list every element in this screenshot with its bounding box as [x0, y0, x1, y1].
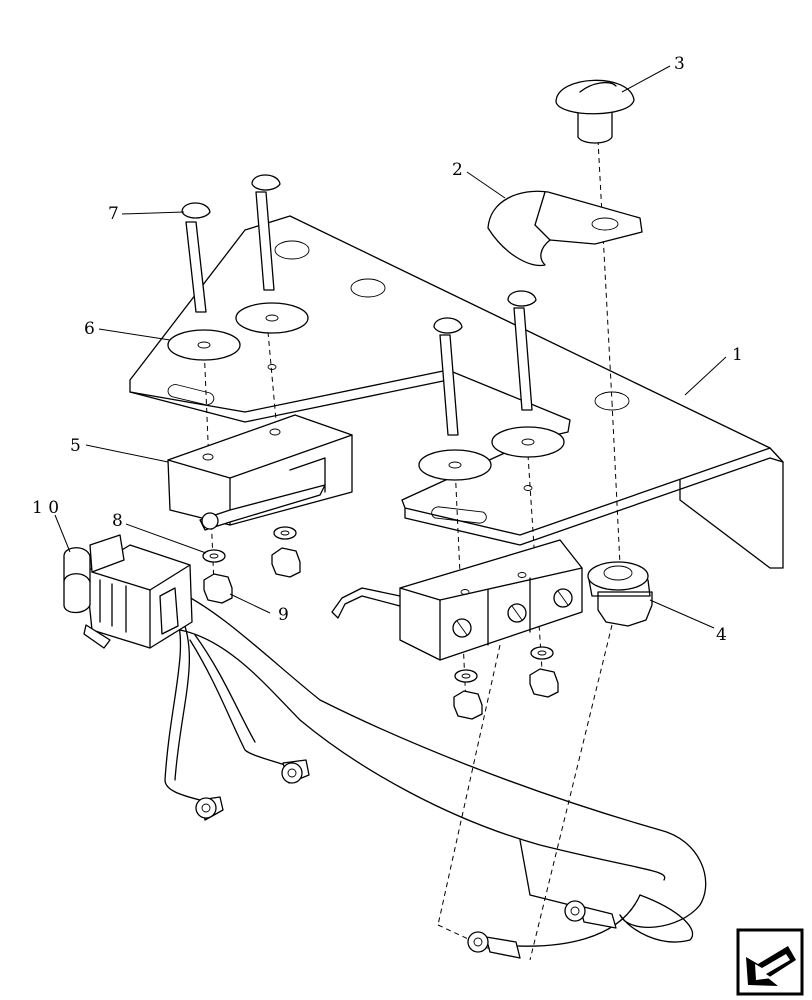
wire-harness [63, 534, 707, 959]
callout-3: 3 [674, 54, 685, 74]
callout-7: 7 [108, 204, 119, 224]
callout-9: 9 [278, 605, 289, 625]
switch-lower [331, 539, 583, 661]
leader-lines [54, 65, 727, 629]
nav-arrow-button[interactable] [736, 928, 804, 996]
bolts [181, 174, 537, 436]
callouts: 1 2 3 4 5 6 7 8 9 1 0 [32, 54, 743, 645]
switch-upper [167, 414, 353, 531]
arrow-down-left-icon [746, 946, 796, 986]
nuts [202, 526, 559, 720]
washers [167, 302, 565, 481]
plug [555, 79, 635, 144]
clip [487, 190, 643, 267]
bracket [129, 215, 784, 569]
flange-nut [587, 561, 653, 627]
callout-8: 8 [112, 511, 123, 531]
callout-4: 4 [716, 625, 727, 645]
callout-2: 2 [452, 160, 463, 180]
callout-6: 6 [84, 319, 95, 339]
callout-5: 5 [70, 436, 81, 456]
callout-1: 1 [732, 345, 743, 365]
callout-10: 1 0 [32, 498, 59, 518]
